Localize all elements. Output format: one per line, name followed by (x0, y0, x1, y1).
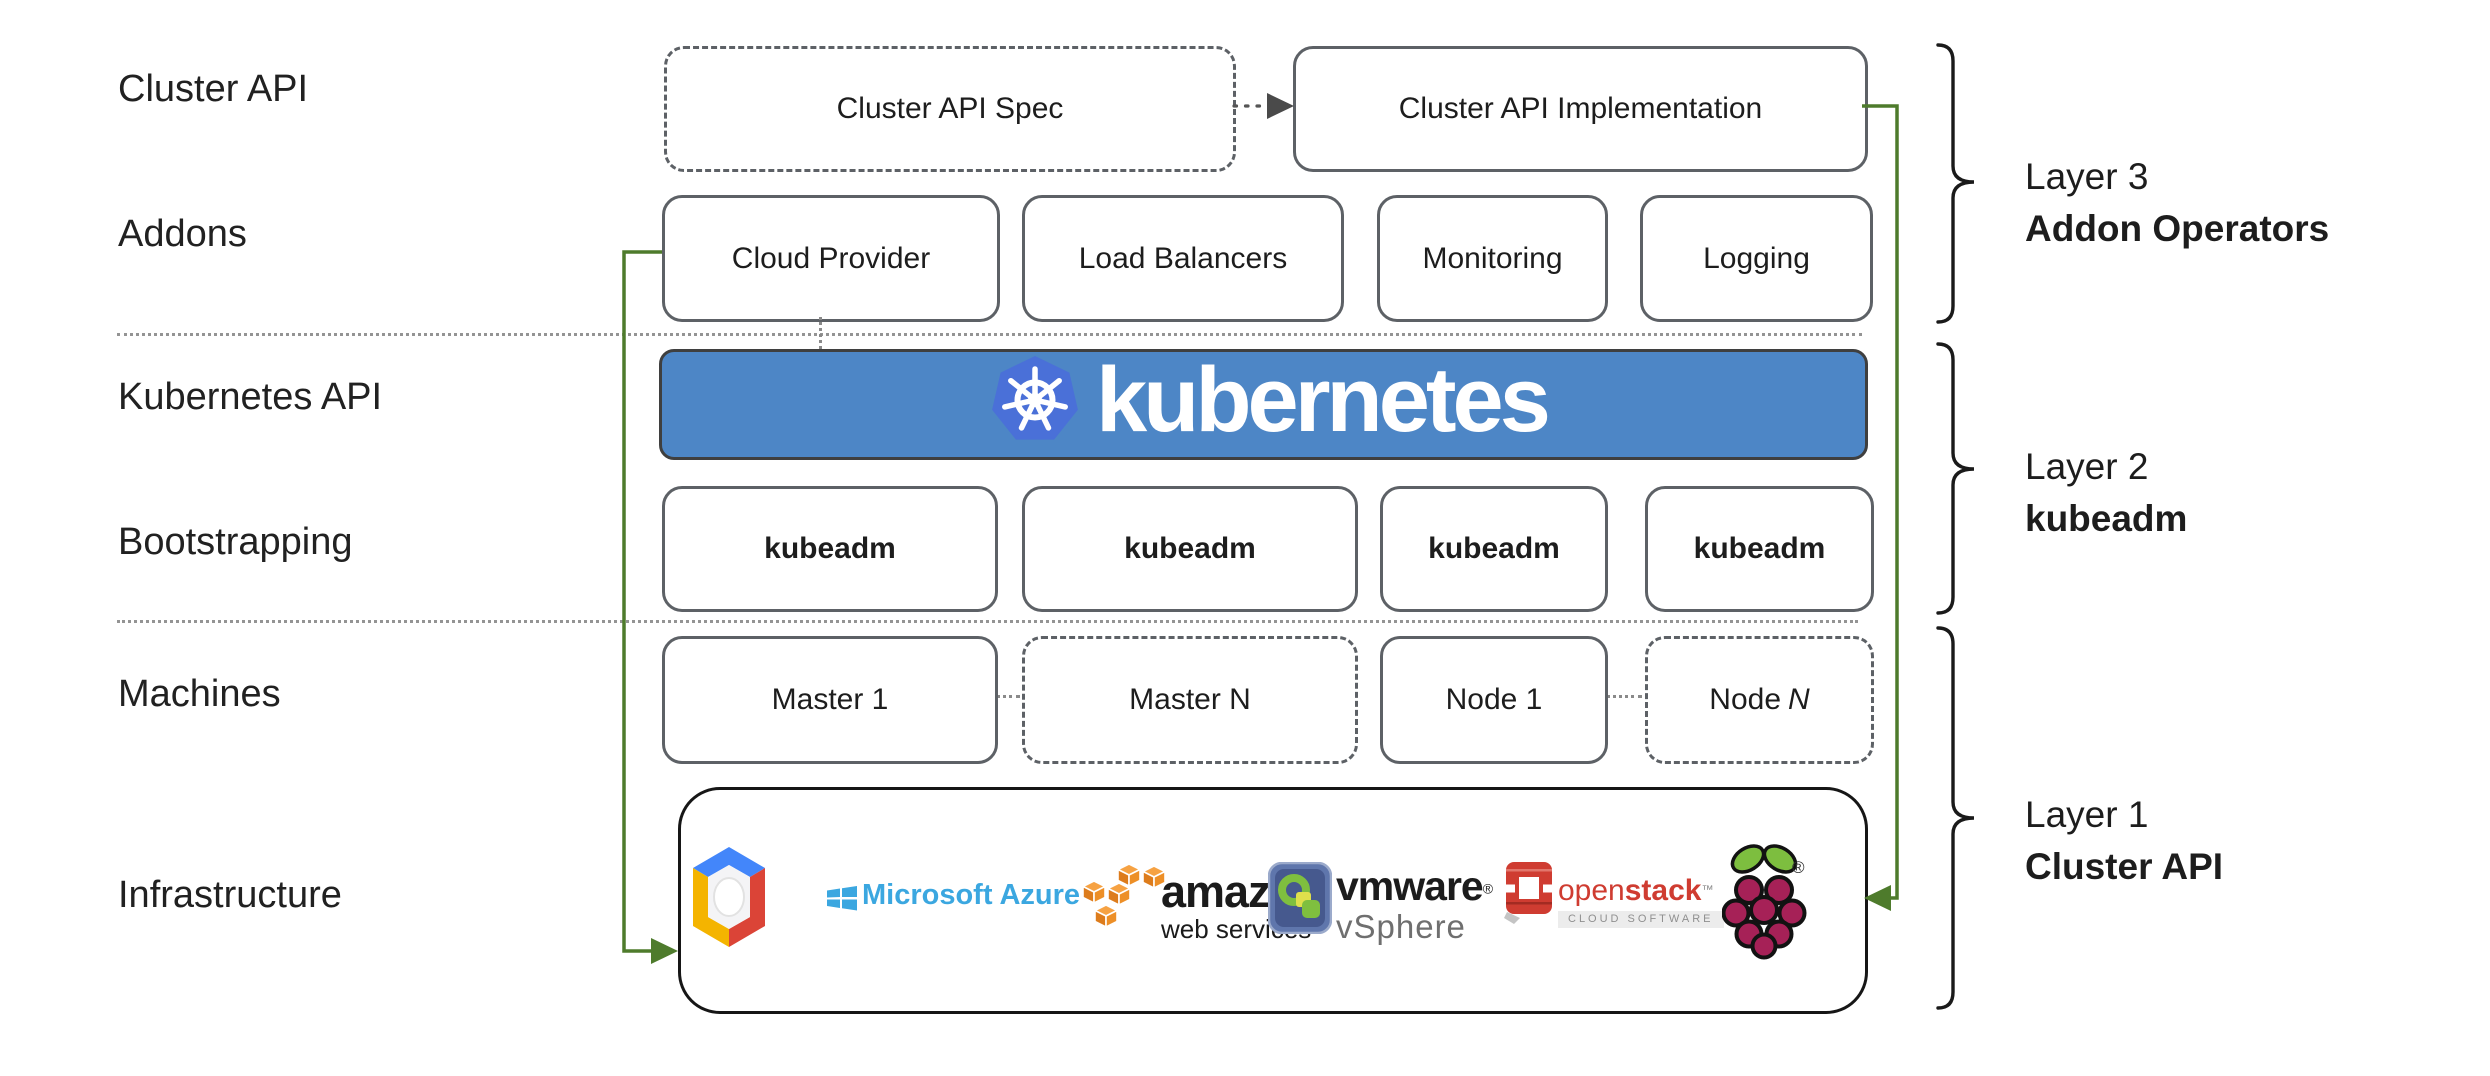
row-label-addons: Addons (118, 213, 247, 255)
kubeadm-box-3: kubeadm (1380, 486, 1608, 612)
google-cloud-icon (693, 847, 765, 947)
kubernetes-logo-icon (992, 356, 1078, 440)
machine-box-master-1: Master 1 (662, 636, 998, 764)
row-label-bootstrapping: Bootstrapping (118, 521, 353, 563)
raspberry-pi-registered-mark: ® (1792, 858, 1805, 877)
layer2-brace (1936, 342, 1975, 615)
azure-windows-icon (827, 886, 857, 911)
spec-to-impl-arrow (1232, 93, 1294, 119)
layer3-label: Layer 3 Addon Operators (2025, 156, 2330, 249)
vmware-logo-text: vmware® vSphere (1336, 863, 1494, 945)
machine-box-node-1: Node 1 (1380, 636, 1608, 764)
kubeadm-box-2: kubeadm (1022, 486, 1358, 612)
machine-box-master-n: Master N (1022, 636, 1358, 764)
node-ellipsis-connector (1606, 695, 1642, 698)
kubeadm-box-4: kubeadm (1645, 486, 1874, 612)
azure-logo-text: Microsoft Azure (862, 879, 1081, 911)
layer1-brace (1936, 626, 1975, 1010)
row-label-cluster-api: Cluster API (118, 68, 309, 110)
cloud-provider-kubernetes-connector (819, 317, 822, 349)
master-ellipsis-connector (996, 695, 1020, 698)
openstack-icon (1504, 862, 1556, 924)
openstack-logo-text: openstack™ CLOUD SOFTWARE (1558, 876, 1724, 928)
layer3-brace (1936, 43, 1975, 324)
addon-box-load-balancers: Load Balancers (1022, 195, 1344, 322)
addon-box-monitoring: Monitoring (1377, 195, 1608, 322)
addon-box-cloud-provider: Cloud Provider (662, 195, 1000, 322)
kubernetes-wordmark: kubernetes (1096, 349, 1551, 451)
cluster-api-implementation-box: Cluster API Implementation (1293, 46, 1868, 172)
kubernetes-banner: kubernetes (659, 349, 1868, 460)
addon-box-logging: Logging (1640, 195, 1873, 322)
row-label-machines: Machines (118, 673, 281, 715)
dotted-divider-bottom (117, 620, 1858, 623)
cluster-api-spec-box: Cluster API Spec (664, 46, 1236, 172)
row-label-infrastructure: Infrastructure (118, 874, 342, 916)
row-label-kubernetes-api: Kubernetes API (118, 376, 383, 418)
layer1-label: Layer 1 Cluster API (2025, 794, 2224, 887)
kubeadm-box-1: kubeadm (662, 486, 998, 612)
aws-cubes-icon (1083, 864, 1166, 928)
dotted-divider-top (117, 333, 1862, 336)
raspberry-pi-icon (1722, 844, 1807, 960)
vmware-vsphere-icon (1268, 862, 1332, 934)
layer2-label: Layer 2 kubeadm (2025, 446, 2188, 539)
